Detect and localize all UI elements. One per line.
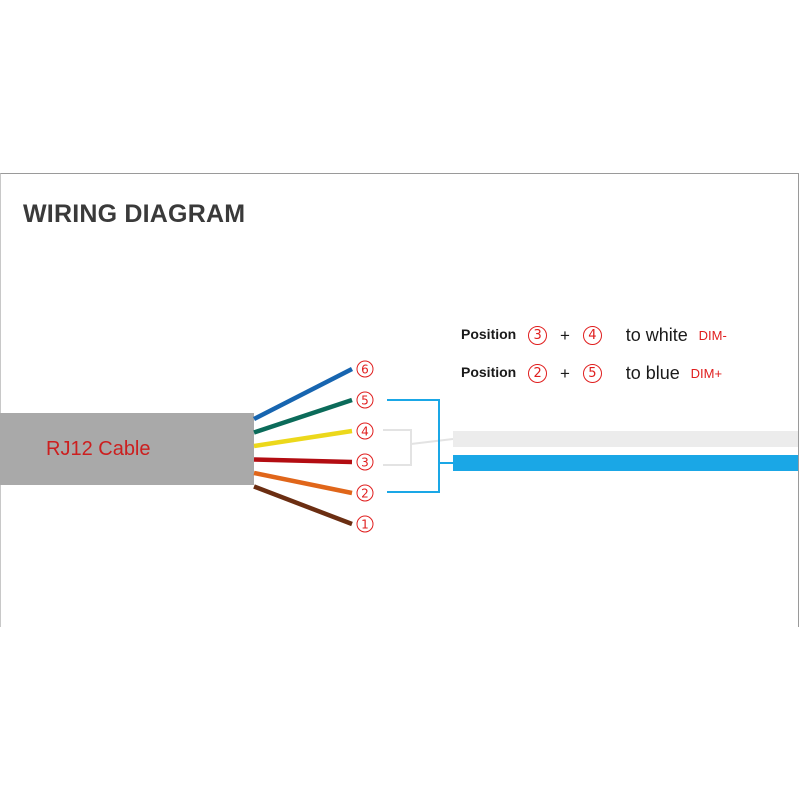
wire-pin-6 [252,366,354,422]
wire-pin-2 [253,470,353,496]
legend-pin-a: 3 [528,326,548,345]
legend-pin-b: 5 [582,364,602,383]
wire-pin-3 [253,457,353,465]
legend-target: to blue [625,363,680,383]
blue-output-wire [453,455,798,471]
legend-row-blue: Position 2 + 5 to blue DIM+ [461,363,722,384]
legend-position-label: Position [461,364,517,381]
white-bracket-lead [410,438,454,445]
pin-number-6: 6 [361,363,369,377]
cable-label: RJ12 Cable [46,438,151,460]
pin-marker-1 [356,515,374,533]
rj12-cable-body [0,413,254,485]
blue-bracket [387,399,440,493]
pin-marker-5 [356,391,374,409]
legend-signal: DIM- [698,328,727,343]
diagram-title: WIRING DIAGRAM [23,200,246,228]
legend-target: to white [625,325,688,345]
wire-pin-1 [253,484,353,527]
pin-number-2: 2 [361,487,369,501]
pin-marker-3 [356,453,374,471]
diagram-frame [0,173,799,627]
legend-signal: DIM+ [690,366,723,381]
wire-pin-4 [253,428,353,449]
white-output-wire [453,431,798,447]
legend-position-label: Position [461,326,517,343]
pin-number-4: 4 [361,425,369,439]
legend-row-white: Position 3 + 4 to white DIM- [461,325,727,346]
wire-pin-5 [253,397,353,435]
legend-pin-b: 4 [582,326,602,345]
pin-number-3: 3 [361,456,369,470]
legend-plus: + [560,363,570,383]
legend-pin-a: 2 [528,364,548,383]
pin-number-1: 1 [361,518,369,532]
legend-plus: + [560,325,570,345]
pin-marker-4 [356,422,374,440]
pin-number-5: 5 [361,394,369,408]
pin-marker-6 [356,360,374,378]
white-bracket [383,429,412,466]
pin-marker-2 [356,484,374,502]
